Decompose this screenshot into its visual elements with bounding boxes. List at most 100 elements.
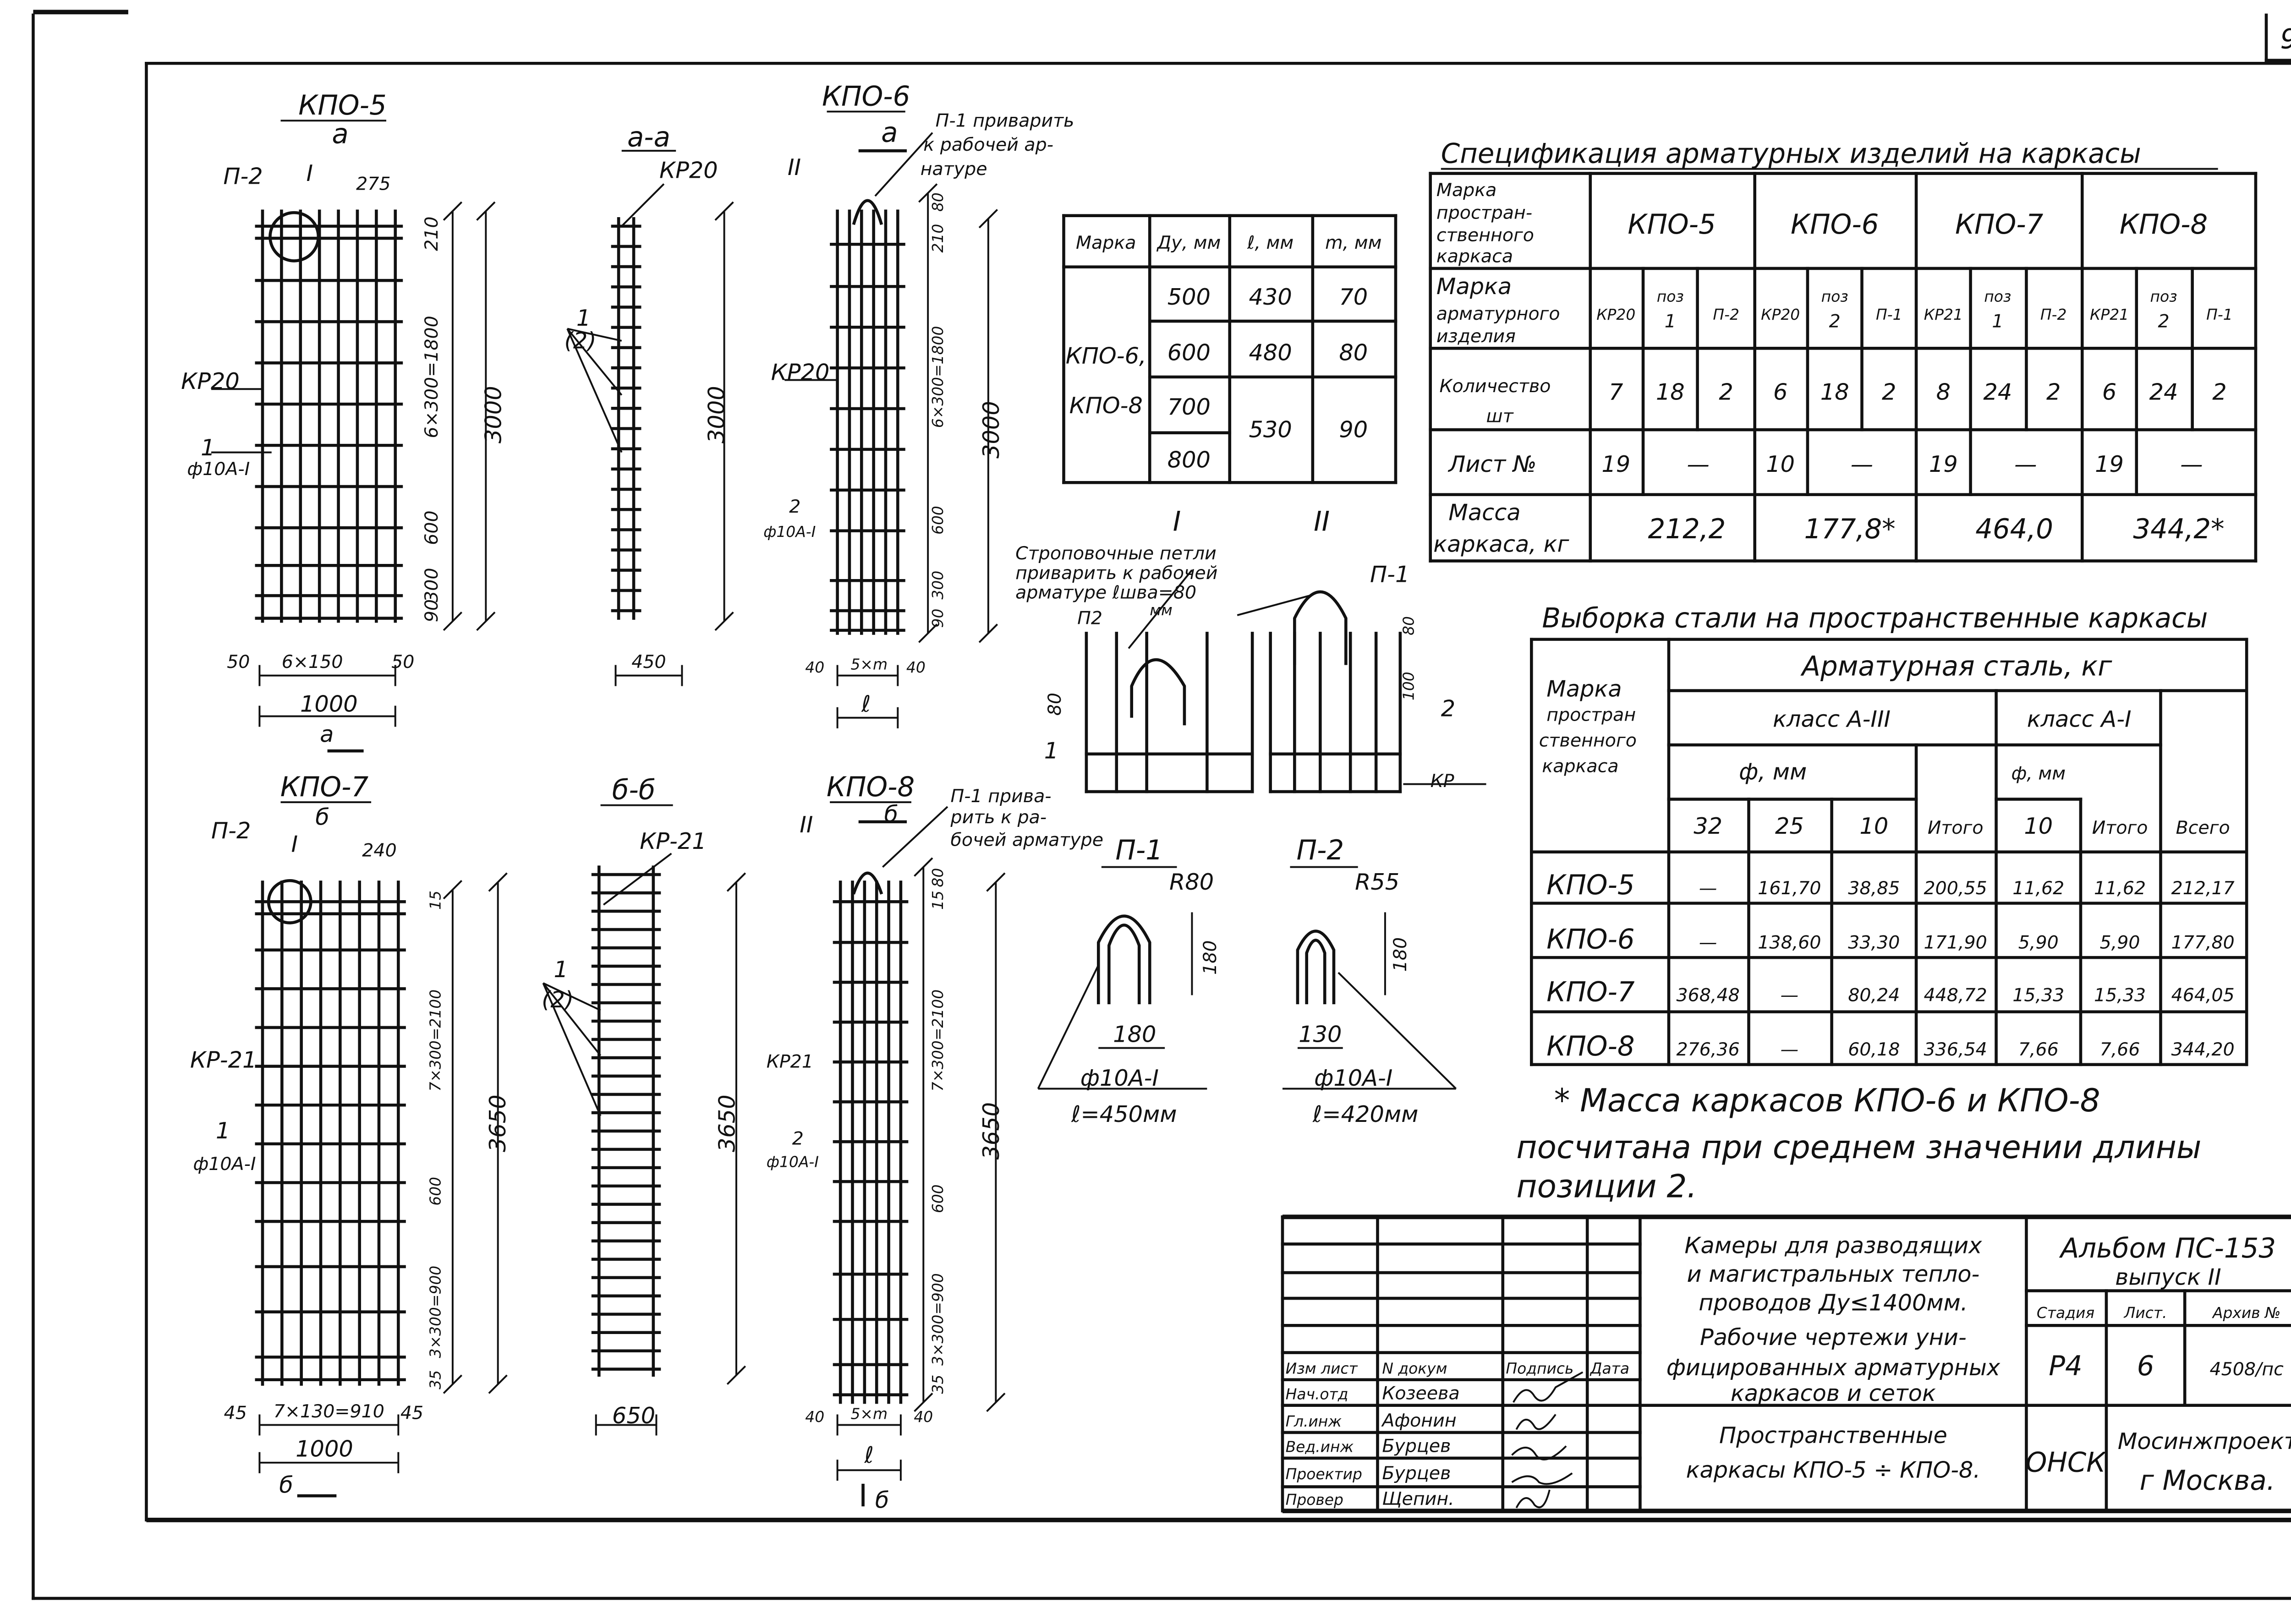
dim-bottom: 40 [805, 658, 824, 676]
loop-radius: R55 [1355, 869, 1399, 895]
dim-right: 35 [427, 1370, 444, 1389]
dim-right: 80 [929, 192, 947, 212]
dim-tick [443, 611, 463, 631]
section-mark-bottom: б [279, 1472, 293, 1498]
leader-line [1037, 964, 1100, 1089]
loop-p1-shape [1096, 914, 1151, 1005]
tb-name: Козеева [1382, 1383, 1459, 1404]
row-label: Марка [1436, 180, 1496, 201]
header: Марка [1546, 676, 1622, 702]
item-mark: П-2 [2040, 306, 2067, 323]
dim-right: 300 [929, 571, 947, 600]
dim-width: 450 [631, 651, 666, 673]
dim-right: 80 [929, 868, 947, 887]
dim-width: ℓ [861, 691, 871, 717]
tb-role: Гл.инж [1286, 1412, 1342, 1430]
section-mark-bottom: а [320, 721, 334, 747]
loop-length: ℓ=420мм [1312, 1101, 1419, 1127]
loop-label: П-2 [223, 163, 263, 190]
signature [1515, 1414, 1557, 1430]
dim-tick [986, 872, 1006, 892]
table-cell: 430 [1249, 284, 1292, 310]
table-cell: 500 [1167, 284, 1211, 310]
tb-header: Дата [1589, 1360, 1629, 1378]
table-cell: 336,54 [1924, 1039, 1987, 1060]
footnote-line: посчитана при среднем значении длины [1516, 1129, 2201, 1166]
leader-line [542, 982, 602, 1056]
tb-stage: Р4 [2049, 1350, 2082, 1382]
table-cell: 80,24 [1848, 985, 1900, 1006]
mesh-label: КР20 [181, 368, 240, 394]
mesh-label: КР20 [771, 359, 830, 385]
row-mark: КПО-5 [1546, 869, 1634, 901]
pos-label: 2 [1441, 695, 1455, 722]
loop-radius: R80 [1169, 869, 1214, 895]
sheet-number: 19 [1929, 451, 1958, 477]
node-mark: I [306, 160, 313, 186]
row-label: изделия [1436, 326, 1516, 347]
dim-bottom: 5×m [850, 655, 888, 673]
table-header: ℓ, мм [1247, 232, 1293, 253]
quantity: 18 [1656, 378, 1685, 405]
loop-p2-shape [1305, 939, 1326, 1005]
tb-project: фицированных арматурных [1666, 1354, 2001, 1381]
dim-tick [488, 1374, 508, 1394]
item-mark: 1 [1992, 311, 2003, 332]
sheet-number: — [2180, 451, 2203, 477]
sheet-number: — [2014, 451, 2037, 477]
loop-p2: П-2 R55 180 130 ф10А-I ℓ=420мм [1296, 834, 1418, 1127]
tb-project: Камеры для разводящих [1684, 1232, 1982, 1258]
table-cell: 7,66 [2018, 1039, 2059, 1060]
node-mark: I [291, 831, 298, 858]
note-line: к рабочей ар- [923, 134, 1053, 155]
steel-table: Выборка стали на пространственные каркас… [1539, 602, 2235, 1062]
tb-project: проводов Ду≤1400мм. [1699, 1289, 1968, 1316]
row-label: каркаса, кг [1433, 531, 1569, 558]
table-cell: 700 [1167, 394, 1211, 420]
item-mark: поз [1821, 287, 1848, 305]
dim-tick [918, 623, 938, 643]
sheet-number: 9 [2280, 23, 2291, 55]
dim-tick [986, 1392, 1006, 1412]
dim-right: 15 [427, 891, 444, 910]
drawing-title: КПО-8 [827, 771, 915, 803]
dim-tick [914, 1392, 933, 1412]
row-label: каркаса [1436, 246, 1513, 267]
table-cell: 15,33 [2094, 985, 2146, 1006]
dim-right: 90 [421, 599, 442, 622]
leader-line [542, 983, 602, 1116]
table-cell: 90 [1339, 416, 1368, 443]
bar-spec: ф10А-I [767, 1153, 819, 1171]
dim-right: 6×300=1800 [929, 326, 947, 428]
drawing-title: КПО-5 [298, 89, 386, 121]
tb-org: г Москва. [2140, 1465, 2275, 1496]
table-cell: 600 [1167, 339, 1211, 366]
signature [1515, 1489, 1551, 1509]
tb-org: Мосинжпроект [2118, 1428, 2291, 1454]
dim-bottom: 40 [914, 1408, 933, 1426]
dim-width: 1000 [300, 691, 358, 717]
table-cell: 212,17 [2171, 878, 2235, 899]
table-cell: 177,80 [2171, 932, 2235, 953]
dim-bottom: 5×m [850, 1405, 888, 1422]
column-header: 25 [1775, 813, 1804, 839]
note-line: П-1 прива- [951, 786, 1052, 807]
drawing-title: КПО-7 [280, 771, 369, 803]
item-mark: 1 [1665, 311, 1676, 332]
section-mark: а [332, 118, 348, 150]
footnote-line: * Масса каркасов КПО-6 и КПО-8 [1554, 1083, 2100, 1119]
tb-dept: ОНСК [2026, 1447, 2107, 1478]
bar-pos: 2 [789, 496, 800, 517]
footnote: * Масса каркасов КПО-6 и КПО-8 посчитана… [1516, 1083, 2201, 1205]
row-label: ственного [1436, 225, 1534, 246]
table-cell: КПО-8 [1069, 392, 1143, 419]
dim-right: 300 [421, 568, 442, 602]
quantity: 24 [2149, 378, 2178, 405]
note-line: П-1 приварить [936, 110, 1074, 131]
bar-pos: 1 [576, 305, 591, 331]
dim-width: 1000 [296, 1436, 353, 1462]
node-circle [267, 879, 312, 924]
dim-tick [726, 1365, 746, 1385]
table-header: Ду, мм [1156, 232, 1221, 253]
bar-pos-alt: (2) [565, 327, 597, 354]
